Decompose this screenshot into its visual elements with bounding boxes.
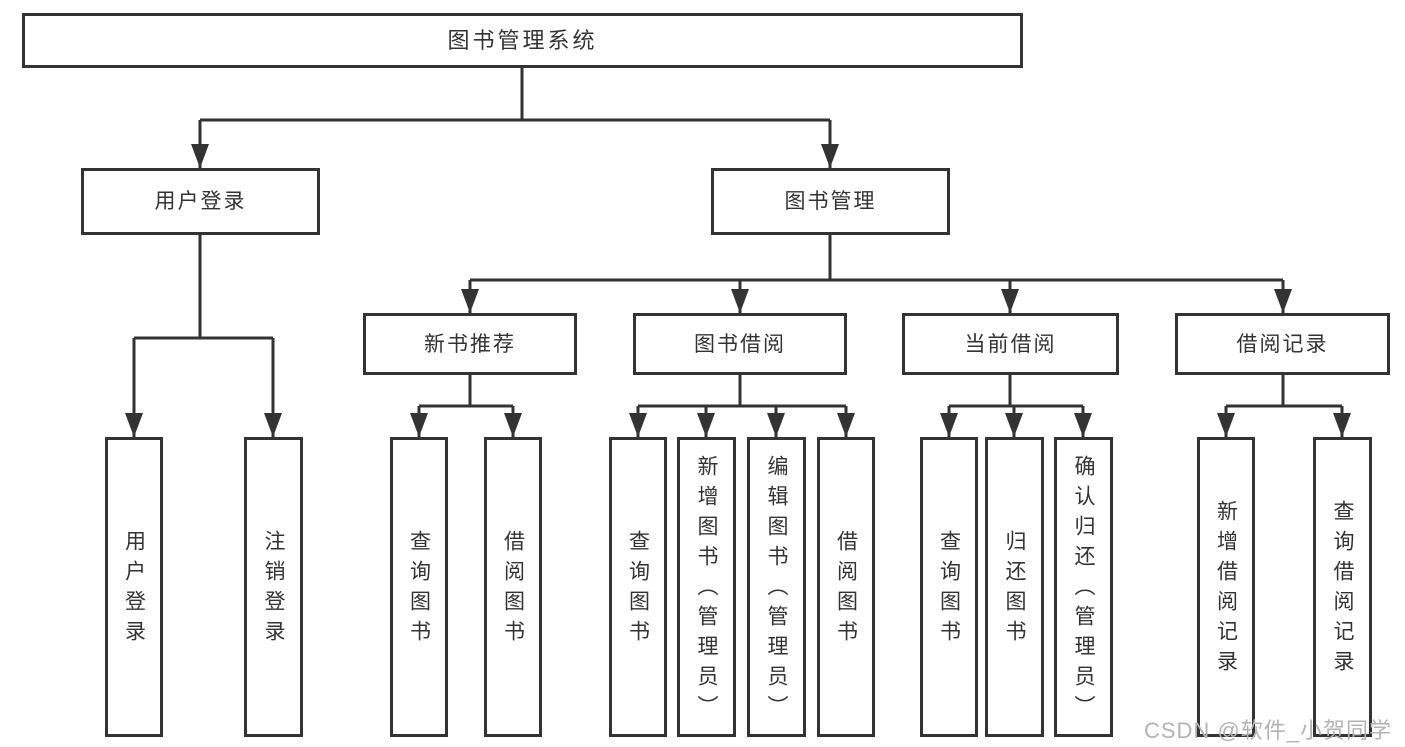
- leaf-records-add-borrow-record: 新增借阅记录: [1197, 437, 1255, 737]
- connector-segments: [132, 68, 1344, 437]
- leaf-current-confirm-return-admin: 确认归还（管理员）: [1054, 437, 1113, 737]
- node-current-borrowing: 当前借阅: [902, 313, 1119, 375]
- node-new-book-recommendation: 新书推荐: [363, 313, 577, 375]
- leaf-borrowing-edit-books-admin: 编辑图书（管理员）: [747, 437, 806, 737]
- leaf-newbook-borrow-books: 借阅图书: [484, 437, 542, 737]
- leaf-logout: 注销登录: [244, 437, 303, 737]
- node-user-login: 用户登录: [81, 168, 320, 235]
- leaf-records-query-borrow-record: 查询借阅记录: [1313, 437, 1372, 737]
- arrowheads: [125, 144, 1351, 437]
- leaf-user-login: 用户登录: [105, 437, 163, 737]
- node-book-management: 图书管理: [711, 168, 950, 235]
- node-library-management-system: 图书管理系统: [22, 13, 1023, 68]
- leaf-borrowing-add-books-admin: 新增图书（管理员）: [677, 437, 736, 737]
- leaf-borrowing-query-books: 查询图书: [609, 437, 667, 737]
- leaf-borrowing-borrow-books: 借阅图书: [817, 437, 875, 737]
- node-book-borrowing: 图书借阅: [633, 313, 847, 375]
- leaf-newbook-query-books: 查询图书: [390, 437, 448, 737]
- leaf-current-return-books: 归还图书: [985, 437, 1044, 737]
- csdn-watermark: CSDN @软件_小贺同学: [1143, 718, 1392, 743]
- leaf-current-query-books: 查询图书: [920, 437, 978, 737]
- node-borrowing-records: 借阅记录: [1175, 313, 1390, 375]
